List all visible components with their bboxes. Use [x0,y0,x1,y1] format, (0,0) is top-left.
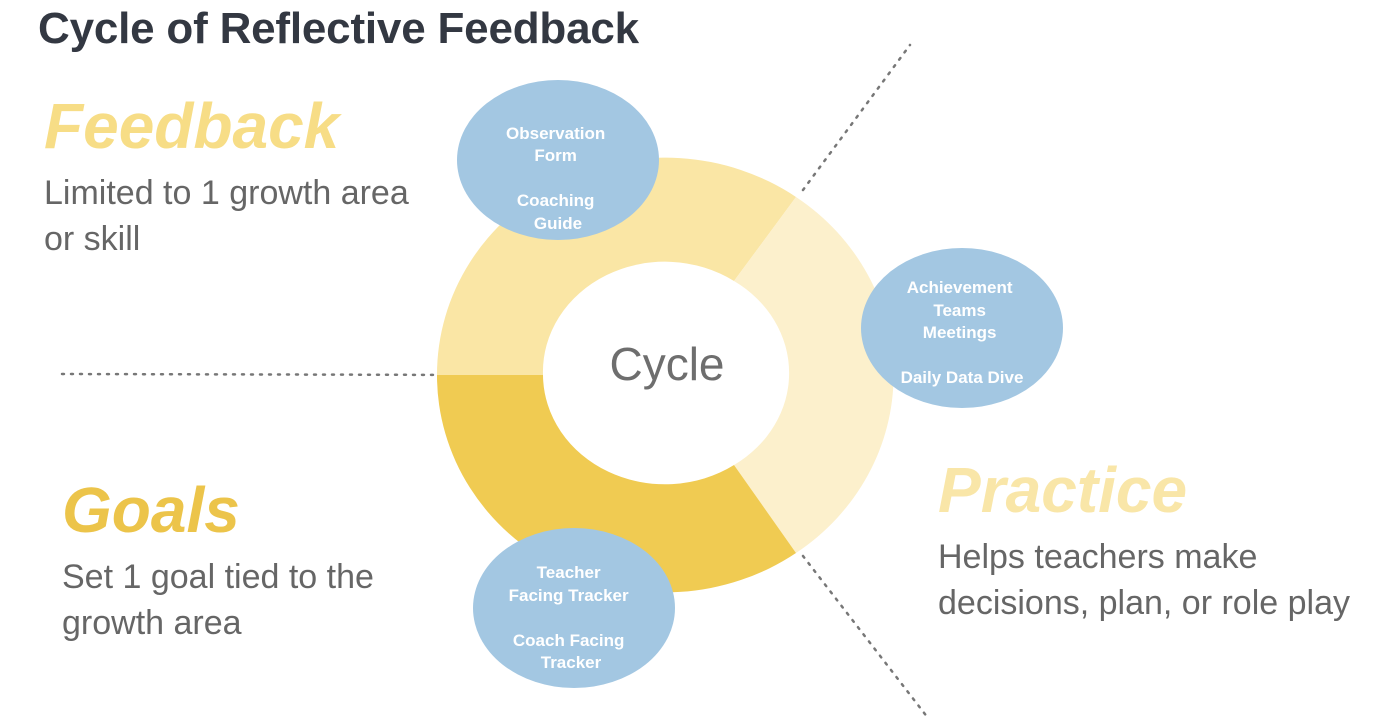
divider-line-left [60,372,492,377]
bubble-line: Daily Data Dive [901,368,1024,387]
goals-heading: Goals [62,474,240,546]
bubble-line: Meetings [923,323,997,342]
svg-text:Achievement Teams: Achievement Teams Meetings Daily Data Di… [901,278,1024,387]
bubble-line: Achievement [907,278,1013,297]
feedback-description: Limited to 1 growth area or skill [44,174,409,258]
practice-heading: Practice [938,454,1188,526]
bubble-feedback-tools: Observation Form Coaching Guide [457,80,659,240]
feedback-heading: Feedback [44,90,340,162]
bubble-line: Teacher [537,563,601,582]
bubble-line: Form [534,146,577,165]
goals-description: Set 1 goal tied to the growth area [62,558,374,642]
ring-segment-practice [734,197,894,553]
bubble-line: Teams [933,301,986,320]
page-title: Cycle of Reflective Feedback [38,4,639,53]
bubble-goals-tools: Teacher Facing Tracker Coach Facing Trac… [473,528,675,688]
bubble-line: Guide [534,214,582,233]
bubble-line: Coaching [517,191,594,210]
practice-description: Helps teachers make decisions, plan, or … [938,538,1351,622]
svg-text:Observation Form C: Observation Form Coaching Guide [506,124,610,233]
bubble-line: Facing Tracker [509,586,629,605]
bubble-practice-tools: Achievement Teams Meetings Daily Data Di… [861,248,1063,408]
divider-line-top-right [801,43,912,192]
bubble-line: Coach Facing [513,631,624,650]
bubble-line: Tracker [541,653,602,672]
center-label: Cycle [609,338,724,390]
bubble-line: Observation [506,124,605,143]
svg-text:Teacher Facing Tracker: Teacher Facing Tracker Coach Facing Trac… [509,563,634,672]
divider-line-bottom-right [801,554,930,720]
